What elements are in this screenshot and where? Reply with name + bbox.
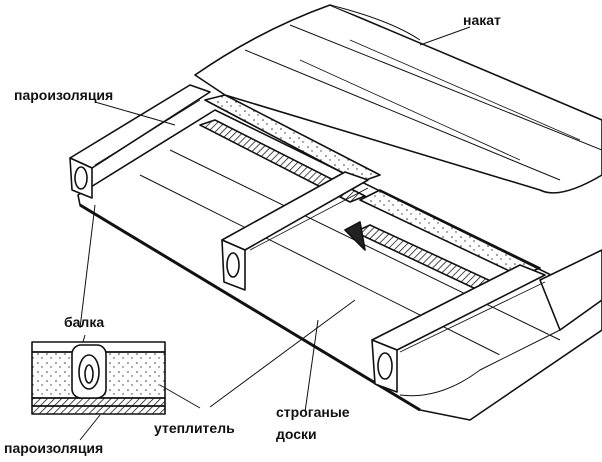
beam-right xyxy=(371,264,546,393)
insulation-strip xyxy=(359,189,541,277)
label-planed-boards-line2: доски xyxy=(276,426,317,442)
label-roll-boards: накат xyxy=(463,12,501,28)
label-insulation: утеплитель xyxy=(154,420,235,436)
label-vapor-barrier-top: пароизоляция xyxy=(14,87,114,103)
roll-boards xyxy=(194,4,602,397)
label-vapor-barrier-bottom: пароизоляция xyxy=(4,440,104,456)
insulation-strip xyxy=(204,94,381,183)
label-planed-boards-line1: строганые xyxy=(276,404,350,420)
cross-section-inset xyxy=(31,341,166,415)
label-beam: балка xyxy=(64,314,105,330)
beam-left xyxy=(69,84,211,199)
beam-middle xyxy=(221,171,369,291)
vapor-barrier-strip xyxy=(199,119,366,203)
